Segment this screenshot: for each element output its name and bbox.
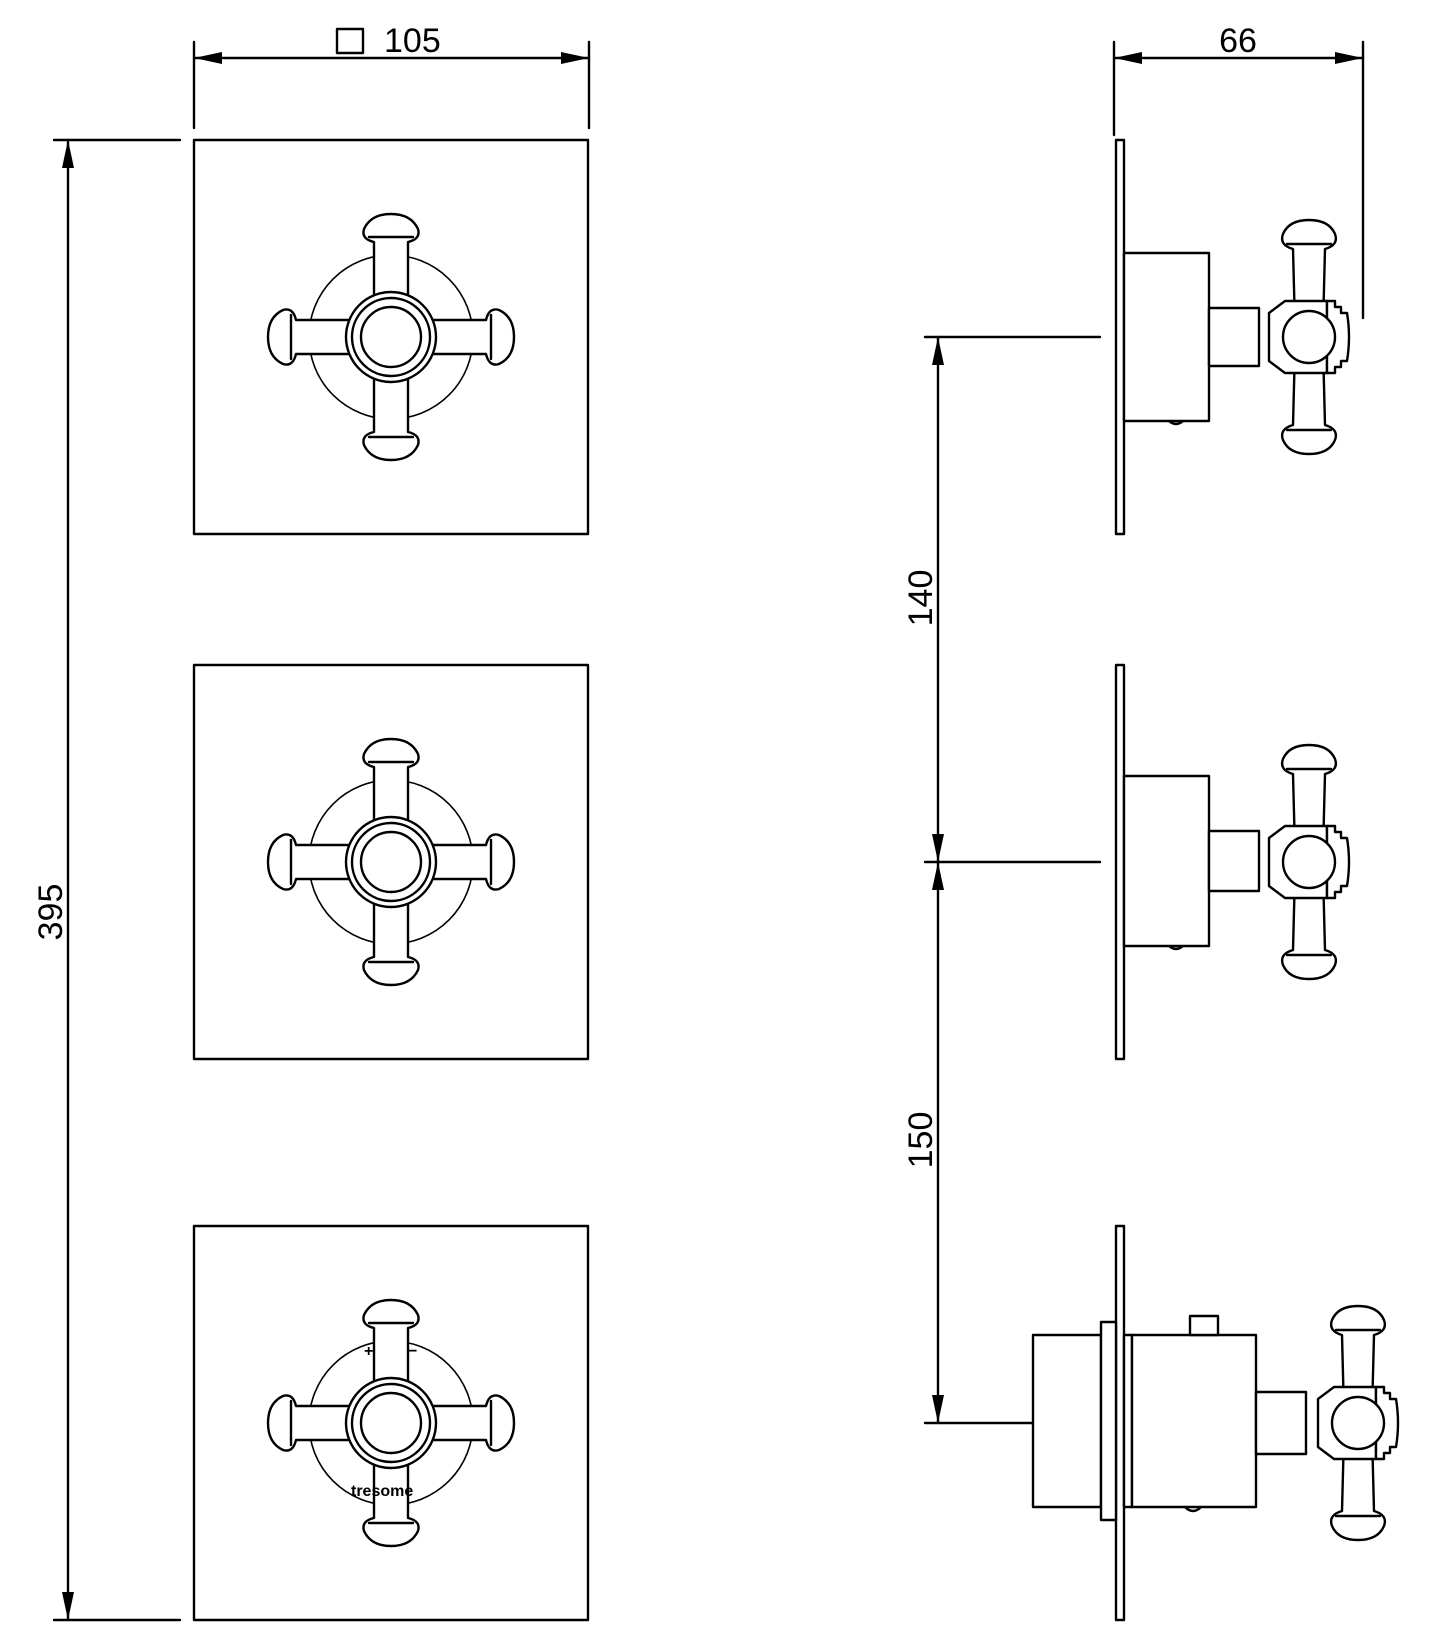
total-height-label: 395 xyxy=(32,884,70,941)
square-symbol-icon xyxy=(335,27,365,55)
cross-handle-middle xyxy=(266,737,516,987)
total-height-dimension: 395 xyxy=(32,138,182,1622)
side-unit-middle xyxy=(1114,663,1351,1061)
spacing-lower-label: 150 xyxy=(902,1112,940,1169)
cross-handle-top xyxy=(266,212,516,462)
depth-dimension: 66 xyxy=(1112,22,1365,320)
plate-size-label: 105 xyxy=(384,22,441,60)
brand-logo: tresome xyxy=(351,1483,413,1500)
front-plate-bottom xyxy=(192,1224,590,1622)
depth-label: 66 xyxy=(1219,22,1257,60)
width-dimension: 105 xyxy=(192,22,591,130)
front-plate-middle xyxy=(192,663,590,1061)
side-unit-bottom xyxy=(1031,1224,1400,1622)
minus-mark: − xyxy=(408,1343,417,1360)
plus-mark: + xyxy=(364,1343,373,1360)
spacing-upper-label: 140 xyxy=(902,570,940,627)
front-plate-top xyxy=(192,138,590,536)
side-unit-top xyxy=(1114,138,1351,536)
cross-handle-bottom xyxy=(266,1298,516,1548)
spacing-dimensions: 140 150 xyxy=(902,335,1102,1425)
